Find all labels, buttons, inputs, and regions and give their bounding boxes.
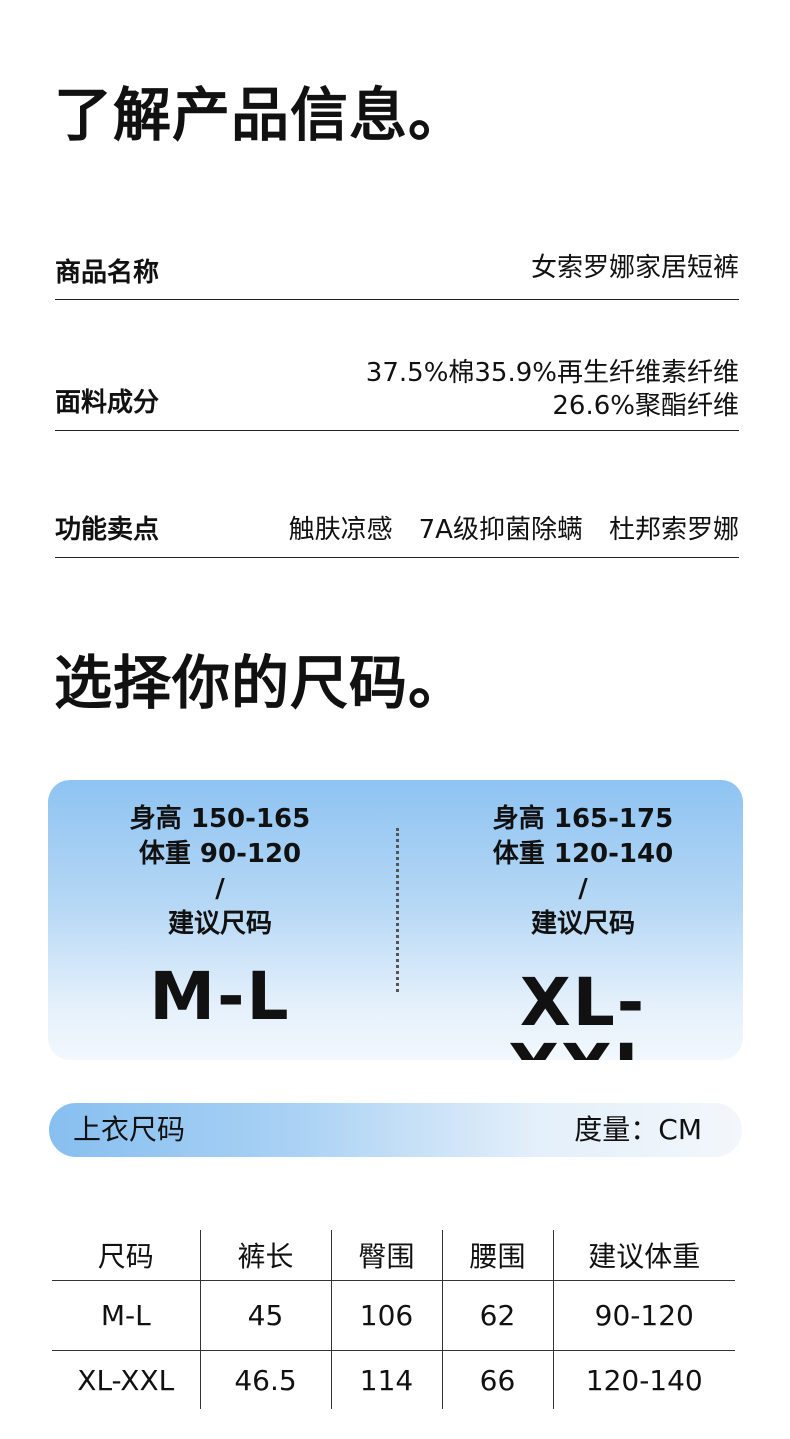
cell-waist: 66 (441, 1350, 553, 1409)
header-weight: 建议体重 (552, 1230, 735, 1281)
fabric-value-line2: 26.6%聚酯纤维 (552, 391, 739, 421)
suggest-size-label: 建议尺码 (167, 909, 272, 939)
info-row-fabric: 面料成分 37.5%棉35.9%再生纤维素纤维 26.6%聚酯纤维 (55, 350, 739, 431)
feature-item: 杜邦索罗娜 (608, 515, 739, 545)
measurement-unit: 度量：CM (574, 1113, 702, 1146)
fabric-value: 37.5%棉35.9%再生纤维素纤维 26.6%聚酯纤维 (366, 357, 739, 423)
product-name-value: 女索罗娜家居短裤 (530, 253, 739, 283)
dotted-divider (396, 828, 399, 992)
suggested-size: XL-XXL (508, 964, 656, 1061)
slash-separator: / (215, 874, 225, 904)
features-label: 功能卖点 (55, 515, 160, 545)
weight-range: 体重 120-140 (492, 839, 674, 869)
header-size: 尺码 (52, 1230, 200, 1281)
header-length: 裤长 (199, 1230, 331, 1281)
suggested-size: M-L (149, 958, 291, 1035)
fabric-label: 面料成分 (55, 388, 160, 418)
suggest-size-label: 建议尺码 (530, 909, 635, 939)
cell-weight: 120-140 (552, 1350, 735, 1409)
size-option-m-l: 身高 150-165 体重 90-120 / 建议尺码 M-L (110, 802, 330, 1030)
cell-waist: 62 (441, 1280, 553, 1351)
cell-weight: 90-120 (552, 1280, 735, 1351)
cell-hip: 114 (330, 1350, 442, 1409)
features-list: 触肤凉感 7A级抑菌除螨 杜邦索罗娜 (289, 509, 739, 546)
table-row: XL-XXL 46.5 114 66 120-140 (52, 1350, 735, 1409)
size-recommendation-card: 身高 150-165 体重 90-120 / 建议尺码 M-L 身高 165-1… (48, 780, 743, 1060)
cell-length: 46.5 (199, 1350, 331, 1409)
slash-separator: / (578, 874, 588, 904)
cell-size: XL-XXL (77, 1363, 175, 1397)
feature-item: 触肤凉感 (288, 515, 393, 545)
feature-item: 7A级抑菌除螨 (418, 515, 583, 545)
cell-size: M-L (52, 1280, 200, 1351)
info-row-features: 功能卖点 触肤凉感 7A级抑菌除螨 杜邦索罗娜 (55, 500, 739, 558)
fabric-value-line1: 37.5%棉35.9%再生纤维素纤维 (365, 358, 739, 388)
weight-range: 体重 90-120 (138, 839, 302, 869)
size-table: 尺码 裤长 臀围 腰围 建议体重 M-L 45 106 62 90-120 XL… (52, 1230, 735, 1409)
section-title-choose-size: 选择你的尺码。 (54, 649, 468, 717)
cell-hip: 106 (330, 1280, 442, 1351)
height-range: 身高 150-165 (129, 804, 311, 834)
header-waist: 腰围 (441, 1230, 553, 1281)
height-range: 身高 165-175 (492, 804, 674, 834)
size-chart-bar: 上衣尺码 度量：CM (49, 1103, 742, 1157)
table-row: M-L 45 106 62 90-120 (52, 1280, 735, 1351)
info-row-product-name: 商品名称 女索罗娜家居短裤 (55, 240, 739, 300)
product-name-label: 商品名称 (55, 258, 160, 288)
size-option-xl-xxl: 身高 165-175 体重 120-140 / 建议尺码 XL-XXL (458, 802, 708, 1060)
header-hip: 臀围 (330, 1230, 442, 1281)
table-header-row: 尺码 裤长 臀围 腰围 建议体重 (52, 1230, 735, 1281)
size-chart-title: 上衣尺码 (73, 1113, 186, 1146)
section-title-product-info: 了解产品信息。 (54, 81, 468, 149)
cell-length: 45 (199, 1280, 331, 1351)
